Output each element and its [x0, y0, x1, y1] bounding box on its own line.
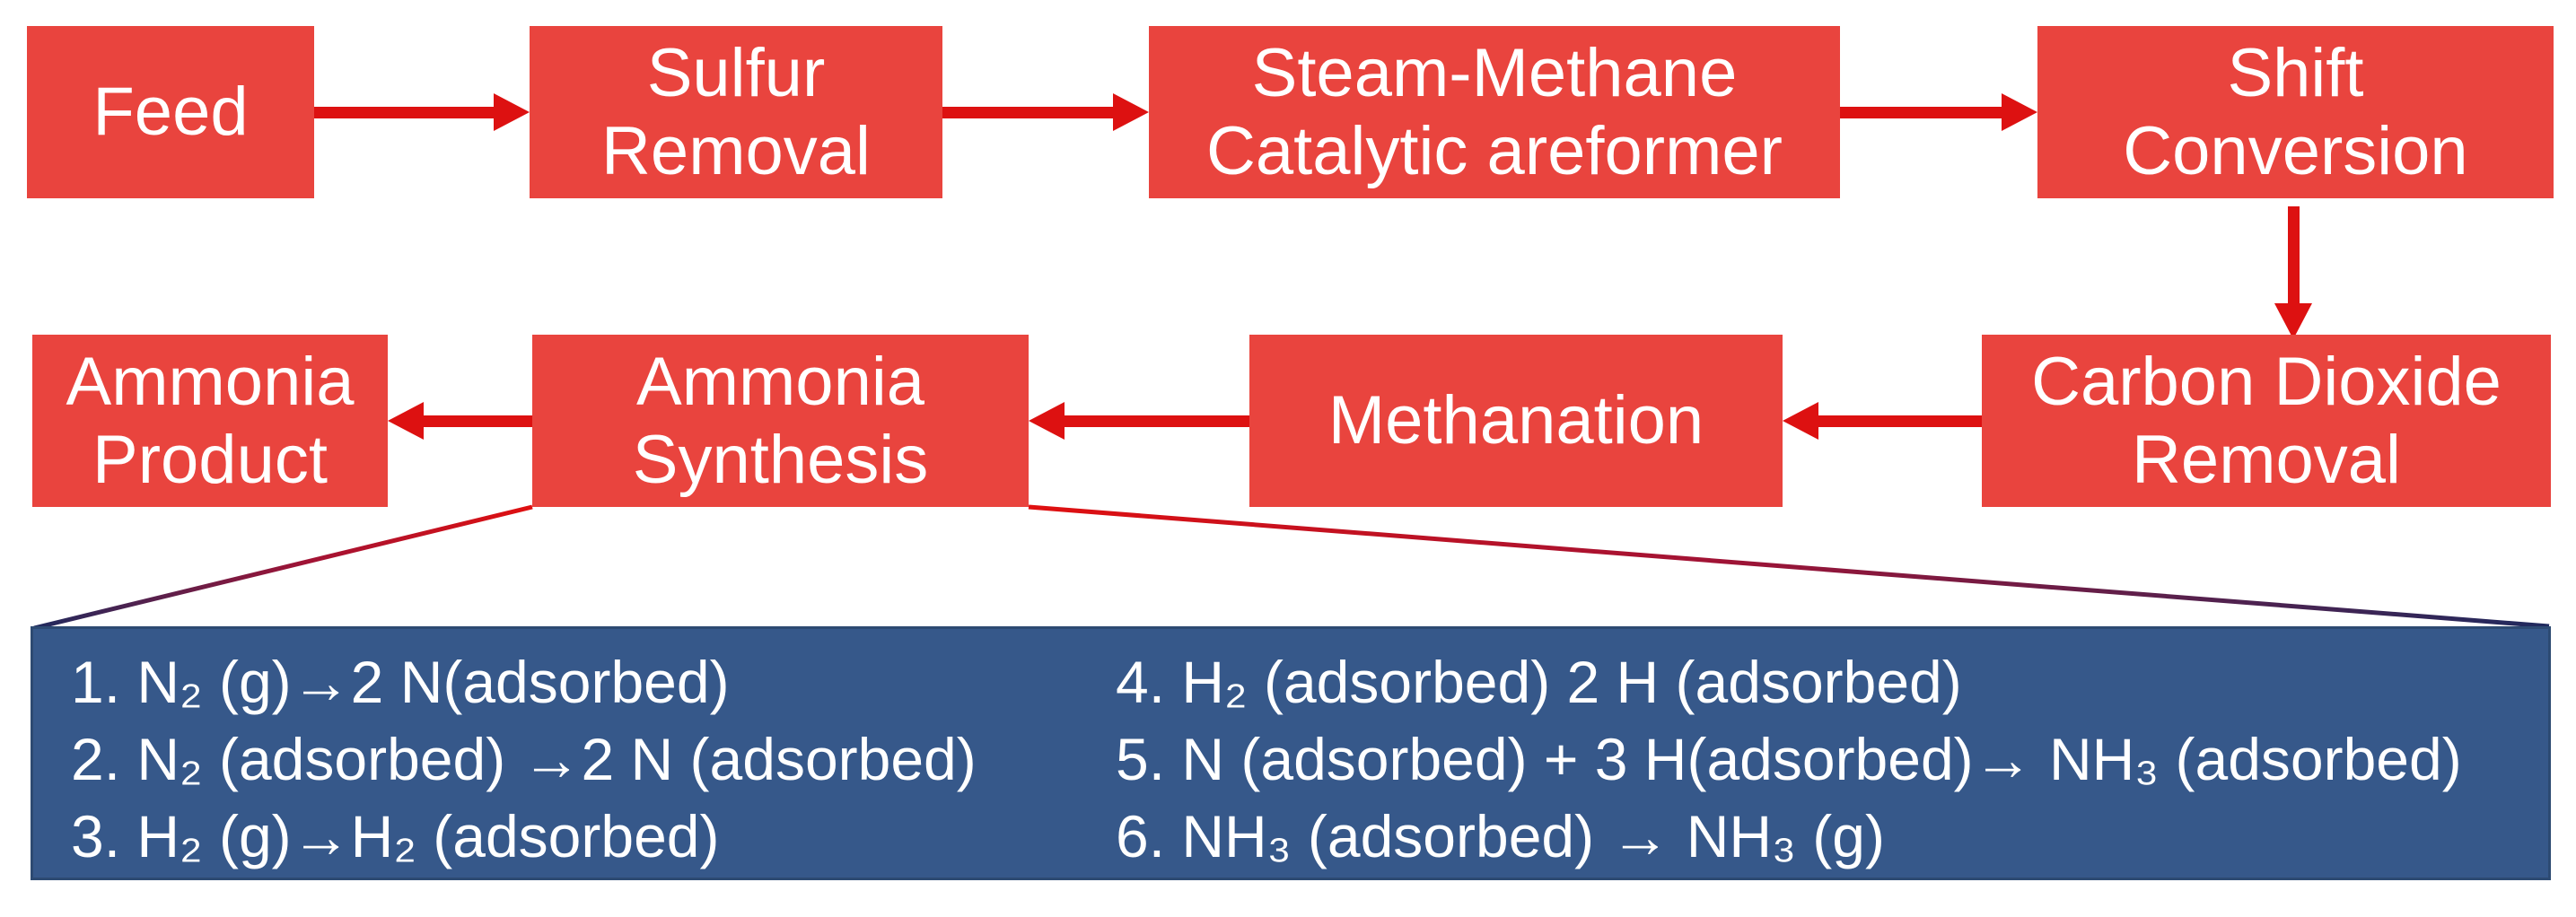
arrow-methanation-to-synthesis [1029, 402, 1249, 440]
process-step-feed: Feed [27, 26, 314, 198]
reaction-step: 5. N (adsorbed) + 3 H(adsorbed)→ NH₃ (ad… [1116, 726, 2462, 792]
process-step-label: Methanation [1327, 382, 1704, 459]
arrow-reformer-to-shift-conversion [1840, 93, 2037, 131]
process-step-ammonia-product: Ammonia Product [32, 335, 388, 507]
process-step-label: Ammonia Synthesis [632, 343, 929, 498]
reaction-step: 1. N₂ (g)→2 N(adsorbed) [71, 649, 730, 715]
arrow-shaft [1840, 107, 2005, 118]
process-step-sulfur-removal: Sulfur Removal [530, 26, 942, 198]
arrow-feed-to-sulfur-removal [314, 93, 530, 131]
reaction-step: 6. NH₃ (adsorbed) → NH₃ (g) [1116, 803, 1885, 869]
process-step-methanation: Methanation [1249, 335, 1783, 507]
arrow-shaft [942, 107, 1117, 118]
process-step-label: Shift Conversion [2123, 34, 2468, 189]
arrow-head [494, 93, 530, 131]
process-step-label: Sulfur Removal [601, 34, 871, 189]
process-step-label: Steam-Methane Catalytic areformer [1206, 34, 1783, 189]
arrow-shaft [420, 415, 532, 427]
process-step-shift-conversion: Shift Conversion [2037, 26, 2554, 198]
process-step-label: Ammonia Product [66, 343, 355, 498]
arrow-head [1029, 402, 1065, 440]
process-step-steam-methane-reformer: Steam-Methane Catalytic areformer [1149, 26, 1840, 198]
process-step-label: Feed [92, 74, 249, 151]
arrow-head [2002, 93, 2037, 131]
arrow-shaft [1815, 415, 1982, 427]
arrow-shaft [1061, 415, 1249, 427]
arrow-head [2274, 303, 2312, 339]
reaction-step: 4. H₂ (adsorbed) 2 H (adsorbed) [1116, 649, 1962, 715]
ammonia-synthesis-mechanism-panel: 1. N₂ (g)→2 N(adsorbed) 2. N₂ (adsorbed)… [31, 626, 2551, 880]
arrow-shift-conversion-to-co2-removal [2274, 206, 2312, 339]
reaction-step: 2. N₂ (adsorbed) →2 N (adsorbed) [71, 726, 977, 792]
arrow-co2-removal-to-methanation [1783, 402, 1982, 440]
arrow-synthesis-to-ammonia-product [388, 402, 532, 440]
arrow-head [1113, 93, 1149, 131]
reaction-step: 3. H₂ (g)→H₂ (adsorbed) [71, 803, 720, 869]
callout-line-right [1028, 504, 2550, 629]
arrow-sulfur-removal-to-reformer [942, 93, 1149, 131]
process-step-label: Carbon Dioxide Removal [2031, 343, 2502, 498]
mechanism-column-left: 1. N₂ (g)→2 N(adsorbed) 2. N₂ (adsorbed)… [71, 643, 977, 875]
arrow-shaft [2288, 206, 2300, 307]
callout-line-left [33, 504, 533, 631]
process-step-carbon-dioxide-removal: Carbon Dioxide Removal [1982, 335, 2551, 507]
process-step-ammonia-synthesis: Ammonia Synthesis [532, 335, 1029, 507]
arrow-head [388, 402, 424, 440]
arrow-shaft [314, 107, 497, 118]
mechanism-column-right: 4. H₂ (adsorbed) 2 H (adsorbed) 5. N (ad… [1116, 643, 2462, 875]
arrow-head [1783, 402, 1818, 440]
